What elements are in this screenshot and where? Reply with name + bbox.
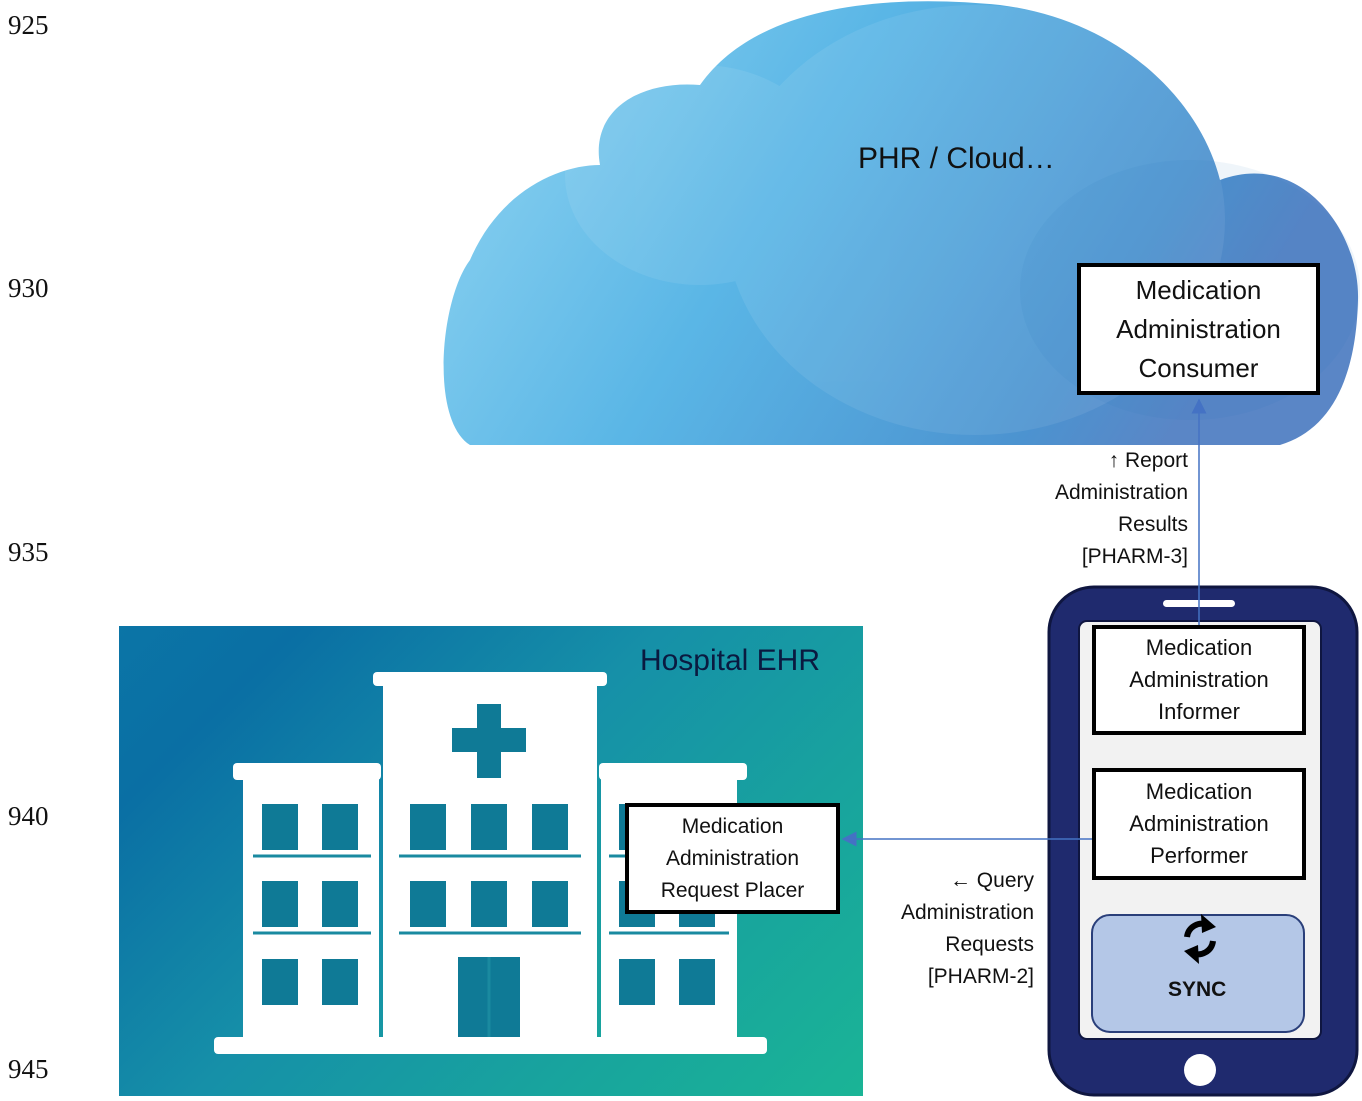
report-administration-results-label: ↑ Report Administration Results [PHARM-3… (1054, 449, 1188, 568)
informer-label: Medication Administration Informer (1129, 635, 1269, 724)
performer-label: Medication Administration Performer (1129, 779, 1269, 868)
medication-administration-request-placer-box: Medication Administration Request Placer (625, 803, 840, 914)
placer-label: Medication Administration Request Placer (660, 814, 805, 902)
line-number: 940 (8, 801, 49, 831)
medication-administration-informer-box: Medication Administration Informer (1092, 625, 1306, 735)
line-number: 930 (8, 273, 49, 303)
consumer-label: Medication Administration Consumer (1116, 274, 1281, 383)
sync-label: SYNC (1168, 978, 1227, 1001)
line-number: 935 (8, 537, 49, 567)
medication-administration-consumer-box: Medication Administration Consumer (1077, 263, 1320, 395)
line-number: 945 (8, 1054, 49, 1084)
hospital-ehr-panel: Hospital EHR (119, 626, 863, 1096)
cloud-label: PHR / Cloud… (858, 142, 1055, 175)
line-number: 925 (8, 10, 49, 40)
medication-administration-performer-box: Medication Administration Performer (1092, 768, 1306, 880)
query-administration-requests-label: ← Query Administration Requests [PHARM-2… (900, 869, 1034, 988)
sync-panel (1091, 914, 1305, 1033)
hospital-ehr-title: Hospital EHR (639, 644, 820, 677)
